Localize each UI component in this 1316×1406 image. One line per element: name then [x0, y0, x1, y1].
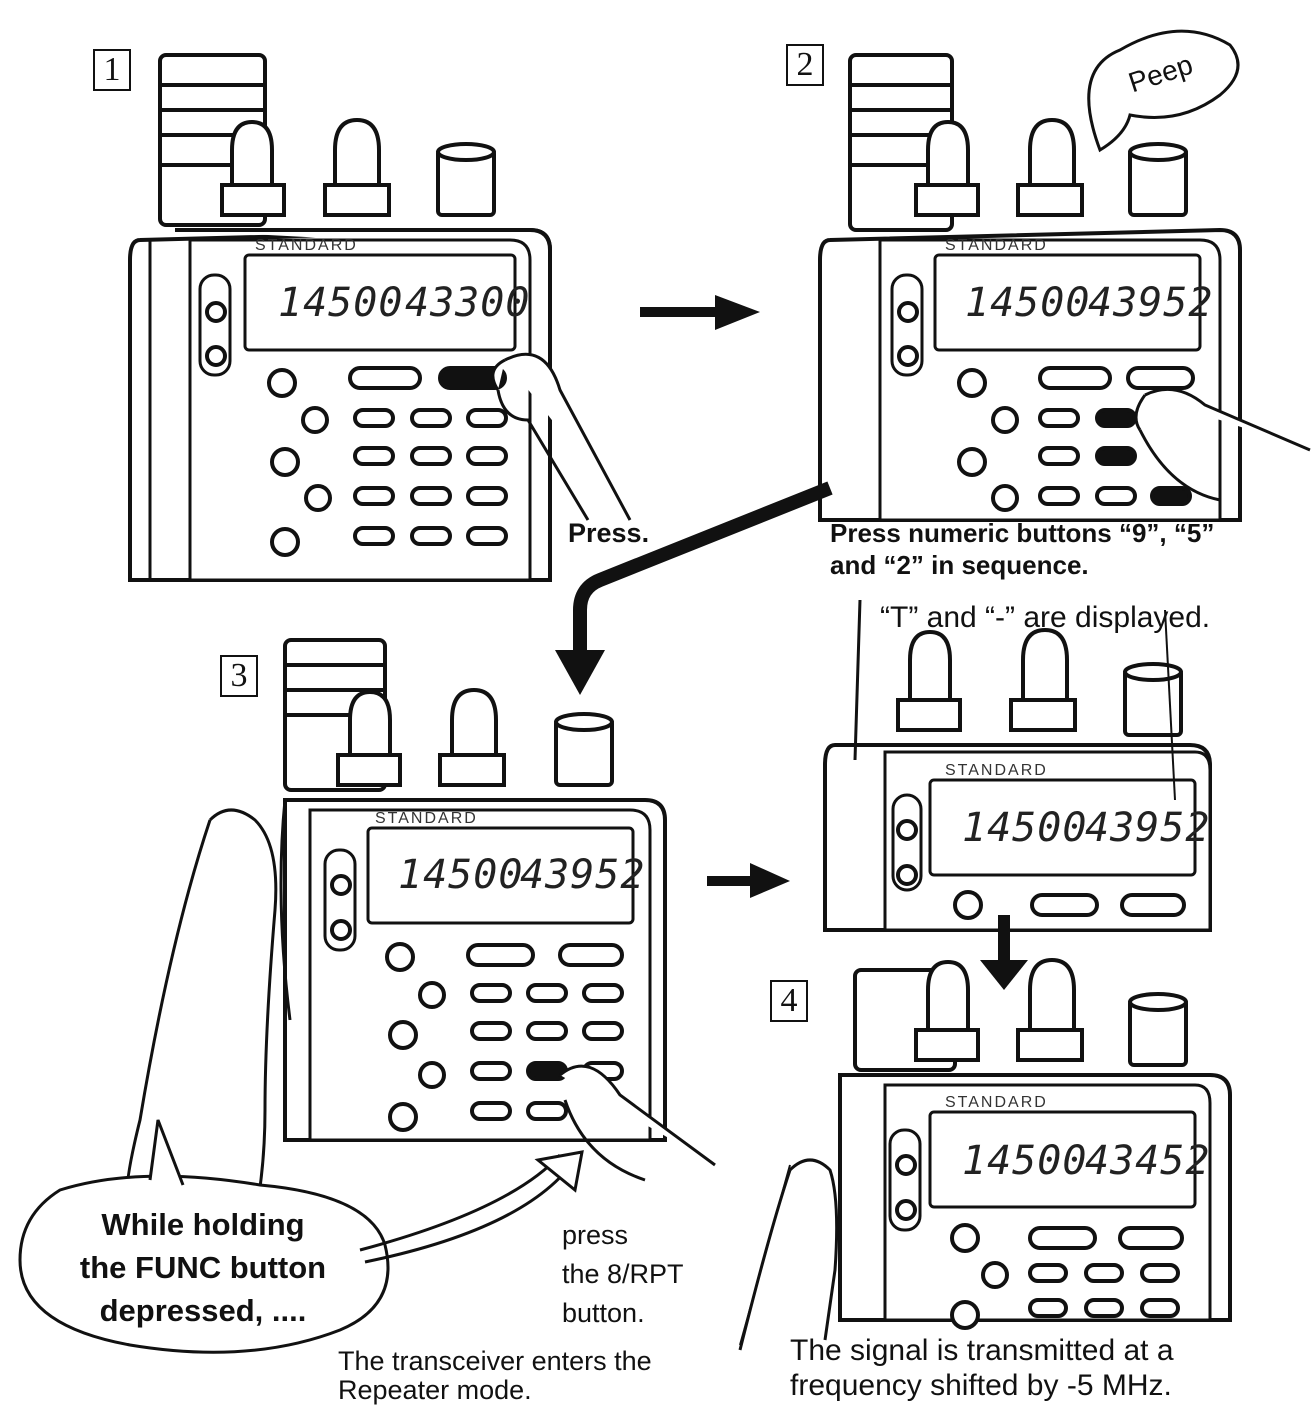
brand-label-2: STANDARD [945, 237, 1048, 254]
caption-rpt-line3: button. [562, 1298, 645, 1328]
lcd-3b-left: 14500 [962, 805, 1088, 851]
arrow-down-curved [555, 481, 833, 695]
radio-panel-3 [125, 638, 716, 1261]
brand-label-3: STANDARD [375, 810, 478, 827]
peep-bubble [1087, 29, 1240, 153]
radio-panel-4 [738, 957, 1232, 1351]
caption-rpt-line2: the 8/RPT [562, 1259, 684, 1289]
func-arrow [359, 1150, 584, 1264]
lcd-3b-right: 43952 [1085, 805, 1211, 851]
brand-label-3b: STANDARD [945, 762, 1048, 779]
brand-label-1: STANDARD [255, 237, 358, 254]
lcd-1-left: 14500 [278, 280, 404, 326]
step-number-2: 2 [786, 44, 824, 86]
arrow-down [980, 915, 1028, 990]
caption-signal-line1: The signal is transmitted at a [790, 1334, 1174, 1367]
bubble-func-line3: depressed, .... [99, 1293, 307, 1328]
lcd-1-right: 43300 [405, 280, 531, 326]
func-bubble [18, 1119, 390, 1354]
lcd-4-left: 14500 [962, 1138, 1088, 1184]
step-number-4: 4 [770, 980, 808, 1022]
caption-press: Press. [568, 518, 650, 548]
radio-panel-2 [818, 53, 1311, 522]
caption-t-displayed: “T” and “-” are displayed. [880, 601, 1211, 634]
caption-rpt-line1: press [562, 1220, 629, 1250]
lcd-3-right: 43952 [520, 852, 646, 898]
step-number-1: 1 [93, 49, 131, 91]
radio-panel-1 [128, 53, 632, 582]
lcd-2-left: 14500 [965, 280, 1091, 326]
arrow-right-1 [640, 295, 760, 330]
step-number-3: 3 [220, 655, 258, 697]
radio-panel-3b [823, 599, 1212, 932]
caption-repeater-line1: The transceiver enters the [338, 1346, 652, 1376]
lcd-4-right: 43452 [1085, 1138, 1211, 1184]
caption-signal-line2: frequency shifted by -5 MHz. [790, 1369, 1172, 1402]
repeater-pointer [739, 1164, 791, 1346]
bubble-func-line2: the FUNC button [79, 1250, 327, 1285]
caption-repeater-line2: Repeater mode. [338, 1375, 532, 1405]
bubble-func-line1: While holding [101, 1207, 305, 1242]
lcd-2-right: 43952 [1088, 280, 1214, 326]
brand-label-4: STANDARD [945, 1094, 1048, 1111]
caption-numeric-line1: Press numeric buttons “9”, “5” [830, 518, 1215, 548]
lcd-3-left: 14500 [398, 852, 524, 898]
caption-numeric-line2: and “2” in sequence. [830, 550, 1089, 580]
arrow-right-2 [707, 863, 790, 898]
